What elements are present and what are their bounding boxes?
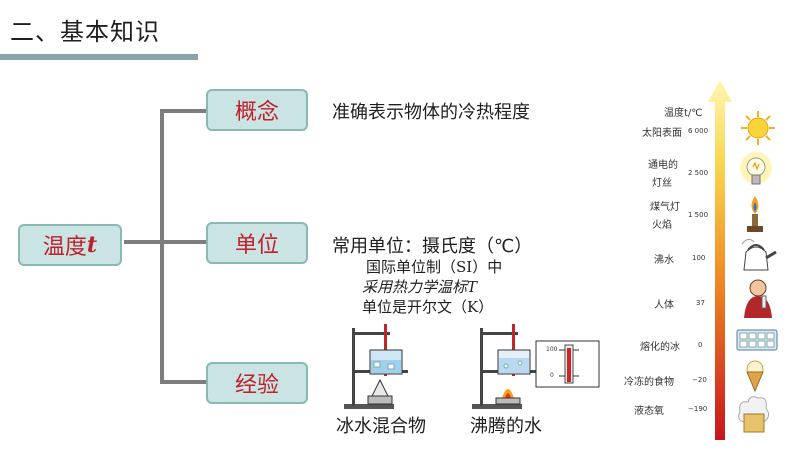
connector-trunk xyxy=(160,109,164,383)
gas-lamp-icon xyxy=(747,196,763,232)
person-icon xyxy=(744,279,772,318)
scale-item-label-line2: 火焰 xyxy=(652,220,672,231)
branch-unit-box: 单位 xyxy=(206,222,308,264)
branch-concept-box: 概念 xyxy=(206,89,308,131)
scale-title: 温度t/℃ xyxy=(664,108,703,119)
root-label: 温度 xyxy=(42,235,87,260)
scale-item-value: 0 xyxy=(698,341,703,349)
scale-item-value: 2 500 xyxy=(688,169,709,177)
scale-item-value: 100 xyxy=(692,254,706,262)
connector-branch-3 xyxy=(160,380,208,384)
light-bulb-icon xyxy=(740,152,772,185)
scale-item-label: 通电的 xyxy=(648,160,678,171)
unit-sub-line-3: 单位是开尔文（K） xyxy=(362,298,494,316)
page-title: 二、基本知识 xyxy=(10,18,160,46)
unit-sub-line-2: 采用热力学温标T xyxy=(362,278,478,296)
header-underline xyxy=(0,54,198,60)
scale-item-label: 煤气灯 xyxy=(650,202,680,213)
scale-item-label: 冷冻的食物 xyxy=(624,377,674,388)
unit-description: 常用单位：摄氏度（℃） xyxy=(332,236,533,257)
scale-item-value: 1 500 xyxy=(688,211,709,219)
liquid-oxygen-icon xyxy=(738,396,770,433)
scale-item-label: 沸水 xyxy=(654,255,674,266)
ice-tray-icon xyxy=(736,329,778,351)
boiling-water-apparatus xyxy=(472,324,536,409)
scale-item-value: −20 xyxy=(692,376,707,384)
root-symbol: t xyxy=(86,232,98,258)
connector-branch-1 xyxy=(160,109,208,113)
unit-sub-line-1: 国际单位制（SI）中 xyxy=(366,258,503,276)
temperature-scale: 温度t/℃ 太阳表面 6 000 通电的 灯丝 2 500 煤气灯 火焰 1 5… xyxy=(612,80,800,450)
scale-item-label: 液态氧 xyxy=(634,406,664,417)
thermometer-top-label: 100 xyxy=(546,346,558,353)
branch-experience-box: 经验 xyxy=(206,362,308,404)
temperature-arrow xyxy=(708,80,732,440)
scale-item-value: −190 xyxy=(688,405,708,413)
ice-water-apparatus xyxy=(344,324,408,409)
scale-item-label: 熔化的冰 xyxy=(640,342,680,353)
scale-item-value: 6 000 xyxy=(688,127,709,135)
kettle-icon xyxy=(741,238,777,271)
ice-cream-icon xyxy=(746,360,764,392)
thermometer-inset xyxy=(535,340,600,388)
scale-item-label: 太阳表面 xyxy=(642,128,682,139)
ice-water-caption: 冰水混合物 xyxy=(336,416,426,437)
sun-icon xyxy=(741,111,775,145)
scale-item-label-line2: 灯丝 xyxy=(652,178,672,189)
connector-branch-2 xyxy=(160,240,208,244)
scale-item-value: 37 xyxy=(696,299,705,307)
connector-root xyxy=(124,240,162,244)
boiling-water-caption: 沸腾的水 xyxy=(470,416,542,437)
thermometer-zero-label: 0 xyxy=(550,372,554,379)
concept-description: 准确表示物体的冷热程度 xyxy=(332,102,530,123)
scale-item-label: 人体 xyxy=(654,300,674,311)
